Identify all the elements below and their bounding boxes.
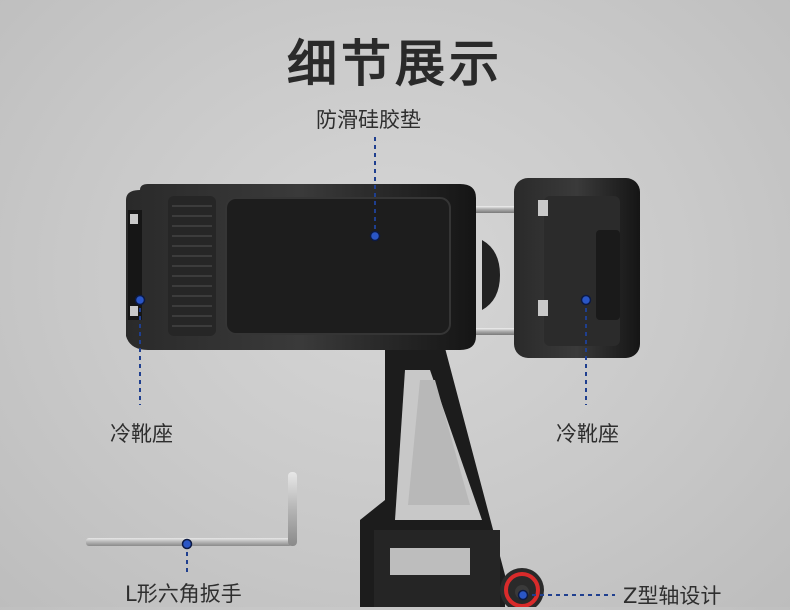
axis-knob xyxy=(500,568,544,607)
callout-hex-wrench: L形六角扳手 xyxy=(125,582,242,606)
callout-cold-shoe-right: 冷靴座 xyxy=(556,422,619,446)
callout-dot xyxy=(580,294,592,306)
hex-wrench xyxy=(86,472,297,546)
guide-rod xyxy=(470,206,518,213)
callout-cold-shoe-left: 冷靴座 xyxy=(110,422,173,446)
cold-shoe-block xyxy=(514,178,640,358)
callout-dot xyxy=(369,230,381,242)
z-axis-bracket xyxy=(360,348,505,607)
callout-silicone-pad: 防滑硅胶垫 xyxy=(316,108,421,132)
page-title: 细节展示 xyxy=(287,35,503,93)
callout-dot xyxy=(134,294,146,306)
phone-clamp xyxy=(126,184,500,350)
callout-dot xyxy=(517,589,529,601)
callout-dot xyxy=(181,538,193,550)
guide-rod xyxy=(470,328,518,335)
callout-z-axis: Z型轴设计 xyxy=(623,584,722,608)
